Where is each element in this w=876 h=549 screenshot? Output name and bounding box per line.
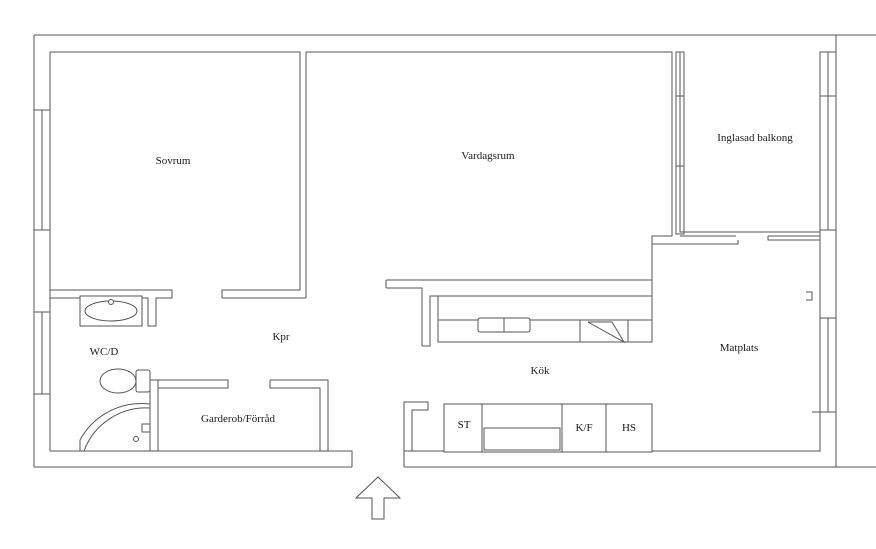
appliance-label-kf: K/F — [575, 422, 592, 434]
outer-walls — [33, 34, 876, 468]
room-label-matplats: Matplats — [720, 342, 759, 354]
room-label-inglasad-balkong: Inglasad balkong — [717, 132, 793, 144]
room-label-vardagsrum: Vardagsrum — [461, 150, 515, 162]
bathroom-fixtures — [79, 295, 151, 452]
room-label-wc-d: WC/D — [90, 346, 119, 358]
room-label-sovrum: Sovrum — [156, 155, 191, 167]
appliance-label-hs: HS — [622, 422, 636, 434]
entrance-arrow-icon — [354, 476, 402, 520]
kitchen-fixtures — [437, 295, 653, 453]
appliance-label-st: ST — [458, 419, 471, 431]
room-label-kok: Kök — [531, 365, 550, 377]
room-label-kpr: Kpr — [272, 331, 289, 343]
room-label-garderob: Garderob/Förråd — [201, 413, 275, 425]
interior-walls — [50, 51, 820, 451]
